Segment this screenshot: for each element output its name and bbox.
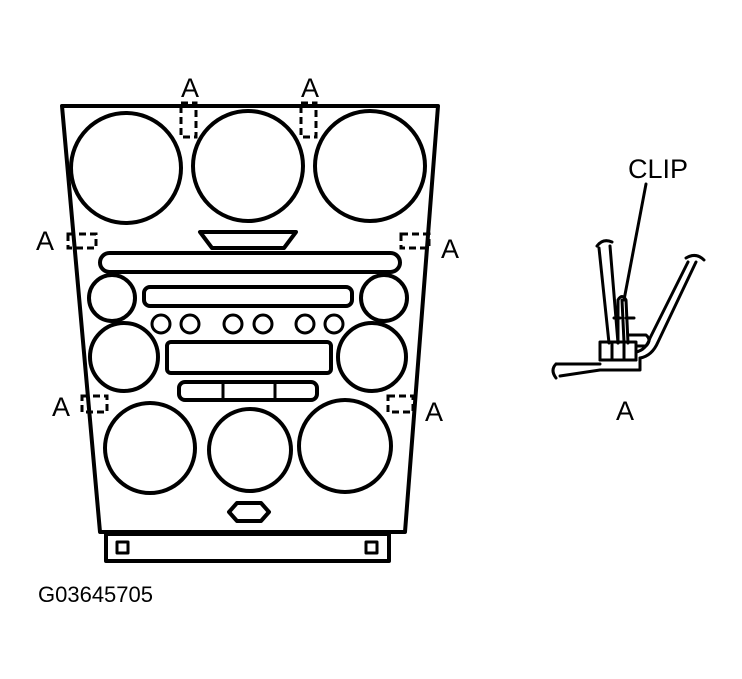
clip-retainer xyxy=(598,340,638,362)
preset-button xyxy=(179,313,201,335)
cd-slot xyxy=(98,251,402,274)
clip-position-mid-right xyxy=(399,232,431,250)
bottom-left-dial xyxy=(103,401,197,495)
clip-detail-view xyxy=(551,182,706,380)
climate-button-bar xyxy=(177,380,319,402)
clip-label-top-left: A xyxy=(181,73,199,103)
left-small-knob xyxy=(87,273,137,323)
preset-button xyxy=(150,313,172,335)
right-small-knob xyxy=(359,273,409,323)
bottom-center-dial xyxy=(207,407,293,493)
clip-position-low-left xyxy=(80,394,109,414)
hazard-button xyxy=(198,230,298,250)
clip-position-mid-left xyxy=(66,232,98,250)
bottom-bracket xyxy=(104,532,391,563)
bracket-hole-right xyxy=(364,540,379,555)
preset-button xyxy=(252,313,274,335)
clip-label: CLIP xyxy=(628,154,688,184)
detail-view-label: A xyxy=(616,396,634,426)
display-slot xyxy=(142,285,354,308)
bracket-hole-left xyxy=(115,540,130,555)
left-middle-knob xyxy=(88,321,160,393)
clip-position-low-right xyxy=(386,394,415,414)
top-left-vent xyxy=(69,111,183,225)
figure-code: G03645705 xyxy=(38,582,153,607)
right-middle-knob xyxy=(336,321,408,393)
base-plate xyxy=(551,356,642,380)
clip-label-low-right: A xyxy=(425,397,443,427)
clip-position-top-left xyxy=(179,101,198,139)
top-center-vent xyxy=(191,109,305,223)
outer-panel xyxy=(634,253,706,360)
clip-label-mid-left: A xyxy=(36,226,54,256)
preset-button xyxy=(323,313,345,335)
top-right-vent xyxy=(313,109,427,223)
clip-label-top-right: A xyxy=(301,73,319,103)
panel-wall xyxy=(595,239,620,345)
preset-button xyxy=(294,313,316,335)
clip-label-mid-right: A xyxy=(441,234,459,264)
bottom-hex-button xyxy=(227,501,271,523)
clip-position-top-right xyxy=(299,101,318,139)
clip-leader-line xyxy=(622,182,648,302)
center-display xyxy=(165,340,333,375)
bottom-right-dial xyxy=(297,398,393,494)
clip-body xyxy=(612,295,636,345)
panel-outline xyxy=(60,104,440,534)
center-panel xyxy=(60,101,440,563)
clip-label-low-left: A xyxy=(52,392,70,422)
preset-button xyxy=(222,313,244,335)
